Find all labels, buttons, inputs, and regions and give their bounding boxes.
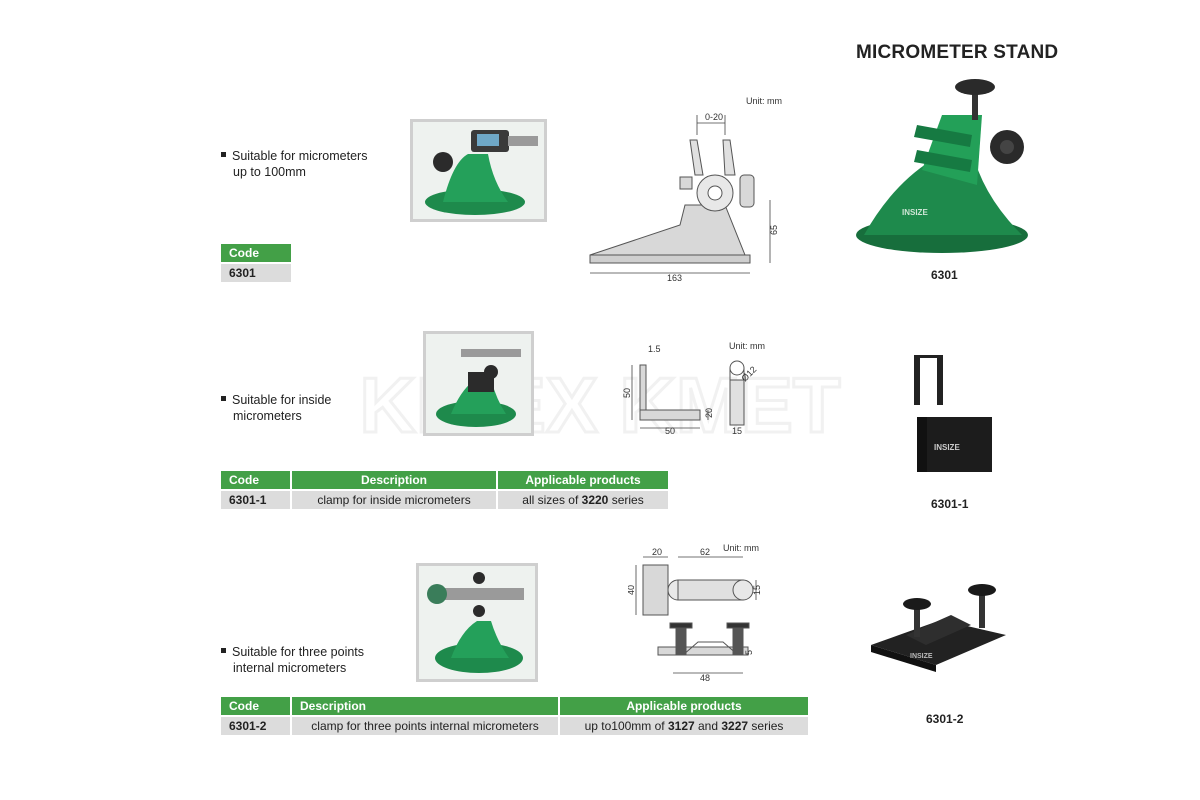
product-label-6301-2: 6301-2	[926, 712, 964, 726]
code-header: Code	[221, 471, 292, 490]
page-title: MICROMETER STAND	[856, 42, 1059, 63]
section3-product-photo	[416, 563, 538, 682]
product-label-6301: 6301	[931, 268, 958, 282]
section2-product-photo	[423, 331, 534, 436]
section3-spec-table: Code Description Applicable products 630…	[221, 697, 808, 735]
dim-b: 62	[700, 547, 710, 557]
section1-bullet: Suitable for micrometers up to 100mm	[221, 148, 367, 180]
dim-height: 65	[769, 225, 779, 235]
section2-spec-table: Code Description Applicable products 630…	[221, 471, 668, 509]
applicable-cell: all sizes of 3220 series	[497, 489, 668, 509]
bullet-square-icon	[221, 152, 226, 158]
product-label-6301-1: 6301-1	[931, 497, 969, 511]
code-cell: 6301	[221, 262, 291, 282]
applicable-header: Applicable products	[559, 697, 808, 716]
code-header: Code	[221, 244, 291, 263]
unit-label: Unit: mm	[729, 341, 765, 351]
code-cell: 6301-1	[221, 489, 292, 509]
three-point-clamp-photo-icon	[427, 572, 524, 673]
description-header: Description	[291, 471, 498, 490]
code-cell: 6301-2	[221, 715, 292, 735]
brand-logo-icon: INSIZE	[934, 443, 960, 452]
applicable-cell: up to100mm of 3127 and 3227 series	[559, 715, 808, 735]
section3-technical-drawing: 20 62 40 15 48 5	[628, 547, 762, 682]
section1-product-photo	[410, 119, 547, 222]
section2-bullet: Suitable for inside micrometers	[221, 392, 331, 424]
unit-label: Unit: mm	[746, 96, 782, 106]
dim-w: 50	[665, 426, 675, 435]
brand-logo-icon: INSIZE	[910, 653, 933, 660]
dim-d: 15	[752, 585, 762, 595]
inside-clamp-photo-icon	[436, 349, 521, 427]
dim-h: 50	[622, 388, 632, 398]
dim-w: 48	[700, 673, 710, 682]
code-header: Code	[221, 697, 292, 716]
dim-thick: 1.5	[648, 344, 661, 354]
micrometer-stand-photo-icon	[425, 130, 538, 215]
description-cell: clamp for three points internal micromet…	[291, 715, 560, 735]
unit-label: Unit: mm	[723, 543, 759, 553]
clamp-6301-1-image: INSIZE	[914, 355, 992, 472]
description-cell: clamp for inside micrometers	[291, 489, 498, 509]
section1-technical-drawing: 0-20 65 163	[589, 112, 779, 283]
dim-a: 20	[652, 547, 662, 557]
dim-h: 40	[628, 585, 636, 595]
bullet-square-icon	[221, 396, 226, 402]
watermark-logo: KINEX KMET	[358, 360, 842, 450]
dim-top: 0-20	[705, 112, 723, 122]
stand-6301-image: INSIZE	[856, 79, 1028, 253]
section2-technical-drawing: 1.5 50 50 20 15 Ø12	[622, 344, 758, 435]
applicable-header: Applicable products	[497, 471, 668, 490]
dim-base: 20	[704, 408, 714, 418]
description-header: Description	[291, 697, 560, 716]
section1-code-table: Code 6301	[221, 244, 291, 282]
dim-depth: 15	[732, 426, 742, 435]
clamp-6301-2-image: INSIZE	[871, 584, 1006, 672]
bullet-square-icon	[221, 648, 226, 654]
dim-s: 5	[744, 650, 754, 655]
section3-bullet: Suitable for three points internal micro…	[221, 644, 364, 676]
brand-logo-icon: INSIZE	[902, 208, 928, 217]
dim-length: 163	[667, 273, 682, 283]
